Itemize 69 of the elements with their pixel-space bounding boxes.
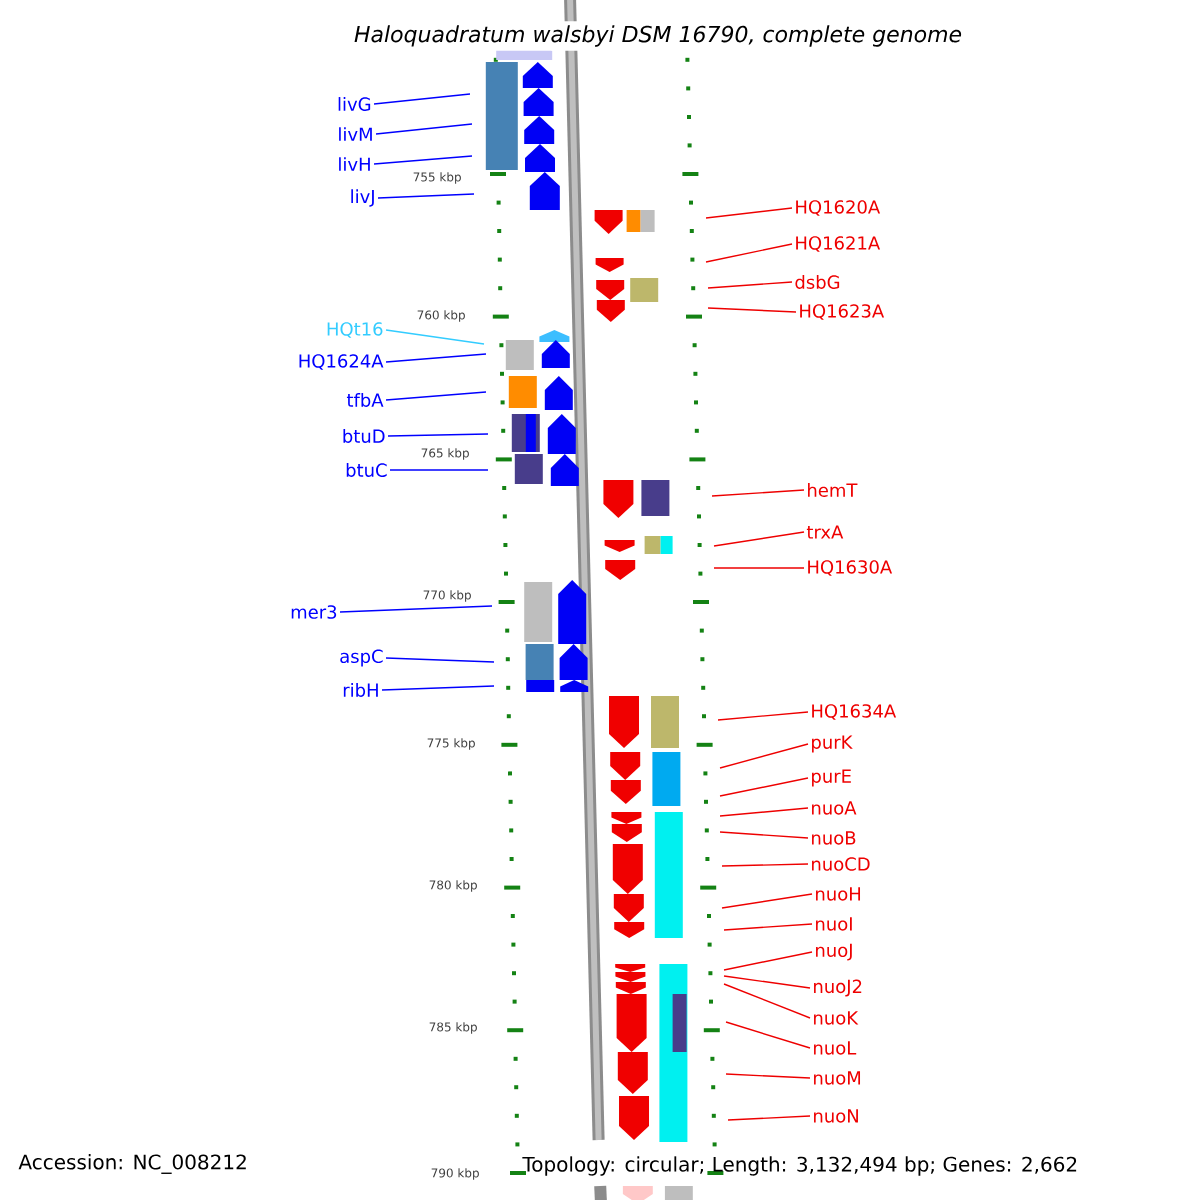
gene-label: nuoJ <box>816 943 852 961</box>
leader-line <box>381 685 495 691</box>
gene-label: HQ1623A <box>800 304 885 320</box>
leader-line <box>385 353 487 363</box>
leader-line <box>387 433 489 437</box>
gene-label: nuoK <box>814 1011 859 1025</box>
gene-label: dsbG <box>795 275 840 289</box>
leader-line <box>725 1021 811 1049</box>
title: Haloquadratum walsbyi DSM 16790, complete genome <box>349 21 967 51</box>
leader-line <box>725 1073 811 1079</box>
leader-line <box>723 951 813 971</box>
gene-label: HQ1630A <box>808 560 893 576</box>
leader-line <box>719 777 809 797</box>
gene-label: livJ <box>351 189 374 207</box>
gene-label: HQt16 <box>327 322 383 338</box>
leader-line <box>707 307 797 313</box>
leader-line <box>723 923 813 931</box>
leader-line <box>721 863 809 867</box>
leader-line <box>705 243 793 263</box>
gene-label: nuoM <box>814 1071 860 1085</box>
leader-line <box>721 893 813 909</box>
gene-label: tfbA <box>346 393 384 407</box>
gene-label: btuC <box>346 463 387 477</box>
gene-label: nuoJ2 <box>814 979 862 997</box>
leader-line <box>385 391 487 401</box>
gene-label: nuoH <box>816 887 860 901</box>
gene-label: purK <box>812 735 853 753</box>
accession-text: Accession: NC_008212 <box>18 1154 246 1174</box>
leader-line <box>373 93 471 105</box>
gene-label: purE <box>812 769 851 787</box>
gene-label: ribH <box>343 683 378 697</box>
leader-line <box>373 155 473 165</box>
leader-line <box>719 807 809 817</box>
gene-label: mer3 <box>291 605 337 619</box>
gene-label: hemT <box>808 483 858 497</box>
gene-label: trxA <box>806 525 844 539</box>
gene-label: livM <box>339 127 372 141</box>
gene-label: nuoCD <box>812 857 870 871</box>
gene-label: nuoA <box>812 801 857 815</box>
gene-label: nuoN <box>814 1109 858 1123</box>
leader-line <box>375 123 473 135</box>
gene-label: nuoB <box>812 831 856 845</box>
leader-line <box>727 1115 811 1121</box>
gene-label: HQ1624A <box>299 354 384 370</box>
gene-label: HQ1634A <box>812 704 897 720</box>
leader-line <box>707 281 793 289</box>
leader-line <box>719 743 809 769</box>
leader-line <box>713 531 805 547</box>
leader-line <box>385 657 495 663</box>
gene-label: nuoL <box>814 1041 857 1055</box>
leader-line <box>717 711 809 721</box>
leader-line <box>377 193 475 199</box>
gene-label: nuoI <box>816 917 852 931</box>
genome-info-text: Topology: circular; Length: 3,132,494 bp; Genes: 2,662 <box>522 1156 1077 1176</box>
gene-label: aspC <box>340 649 383 667</box>
gene-label: HQ1621A <box>796 236 881 252</box>
gene-label: livG <box>338 97 371 111</box>
leader-line <box>713 567 805 569</box>
leader-line <box>711 489 805 497</box>
leader-line <box>339 605 493 613</box>
leader-line <box>719 831 809 839</box>
gene-label: btuD <box>343 429 385 443</box>
leader-line <box>385 329 485 345</box>
gene-label: HQ1620A <box>796 200 881 216</box>
leader-line <box>723 975 811 989</box>
gene-label: livH <box>339 157 370 171</box>
leader-line <box>705 207 793 219</box>
leader-line <box>389 469 489 471</box>
leader-line <box>723 983 811 1019</box>
